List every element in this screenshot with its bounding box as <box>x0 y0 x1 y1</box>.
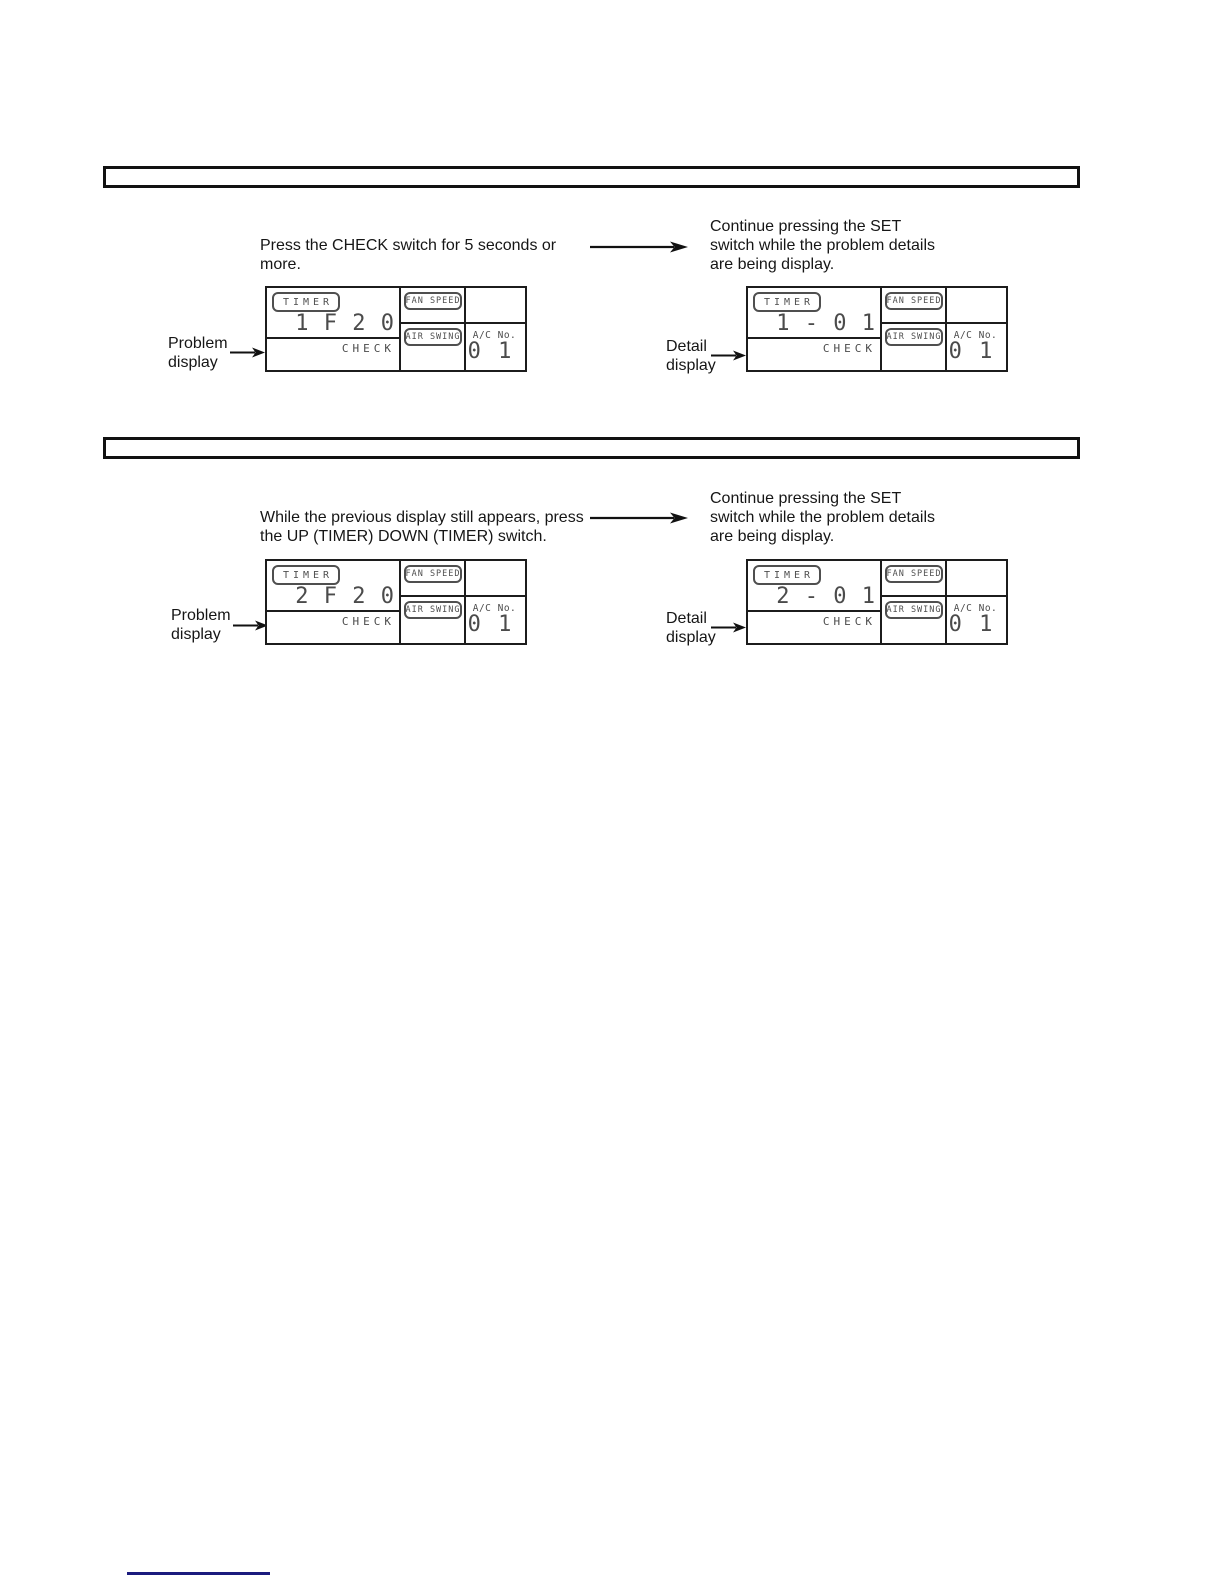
step2-result-instruction: Continue pressing the SET switch while t… <box>710 489 935 546</box>
panel-divider <box>267 610 399 612</box>
lcd-panel-detail-2: TIMER 2 - 0 1 CHECK FAN SPEED AIR SWING … <box>746 559 1008 645</box>
footer-accent-line <box>127 1572 270 1575</box>
panel-divider <box>399 561 401 643</box>
check-indicator: CHECK <box>341 342 395 355</box>
section-heading-bar <box>103 166 1080 188</box>
caption-line: switch while the problem details <box>710 237 935 254</box>
timer-badge: TIMER <box>272 292 340 312</box>
caption-line: more. <box>260 256 301 273</box>
panel-divider <box>880 595 1006 597</box>
fan-speed-badge: FAN SPEED <box>404 565 462 583</box>
ac-no-label: A/C No. <box>472 603 517 614</box>
problem-code-value: 1 F 2 0 <box>295 311 395 336</box>
panel-divider <box>748 610 880 612</box>
step2-instruction: While the previous display still appears… <box>260 508 584 546</box>
lcd-panel-problem-1: TIMER 1 F 2 0 CHECK FAN SPEED AIR SWING … <box>265 286 527 372</box>
caption-line: Press the CHECK switch for 5 seconds or <box>260 237 557 254</box>
caption-line: switch while the problem details <box>710 509 935 526</box>
panel-divider <box>945 561 947 643</box>
ac-no-label: A/C No. <box>472 330 517 341</box>
label-line: Detail <box>666 610 707 627</box>
pointer-arrow-icon <box>233 619 268 637</box>
timer-badge: TIMER <box>753 292 821 312</box>
caption-line: Continue pressing the SET <box>710 218 902 235</box>
panel-divider <box>945 288 947 370</box>
ac-no-label: A/C No. <box>953 330 998 341</box>
air-swing-badge: AIR SWING <box>885 328 943 346</box>
problem-display-label: Problem display <box>171 606 231 644</box>
timer-badge: TIMER <box>272 565 340 585</box>
detail-code-value: 2 - 0 1 <box>776 584 876 609</box>
caption-line: While the previous display still appears… <box>260 509 584 526</box>
detail-code-value: 1 - 0 1 <box>776 311 876 336</box>
label-line: Problem <box>171 607 231 624</box>
step1-instruction: Press the CHECK switch for 5 seconds or … <box>260 236 556 274</box>
label-line: display <box>666 629 716 646</box>
label-line: Problem <box>168 335 228 352</box>
caption-line: are being display. <box>710 528 835 545</box>
ac-no-value: 0 1 <box>467 339 514 364</box>
fan-speed-badge: FAN SPEED <box>885 292 943 310</box>
pointer-arrow-icon <box>711 349 746 367</box>
check-indicator: CHECK <box>341 615 395 628</box>
panel-divider <box>464 561 466 643</box>
lcd-panel-detail-1: TIMER 1 - 0 1 CHECK FAN SPEED AIR SWING … <box>746 286 1008 372</box>
problem-display-label: Problem display <box>168 334 228 372</box>
panel-divider <box>399 322 525 324</box>
panel-divider <box>880 561 882 643</box>
lcd-panel-problem-2: TIMER 2 F 2 0 CHECK FAN SPEED AIR SWING … <box>265 559 527 645</box>
detail-display-label: Detail display <box>666 609 716 647</box>
ac-no-value: 0 1 <box>948 339 995 364</box>
pointer-arrow-icon <box>230 346 265 364</box>
panel-divider <box>399 595 525 597</box>
panel-divider <box>748 337 880 339</box>
label-line: display <box>171 626 221 643</box>
label-line: Detail <box>666 338 707 355</box>
ac-no-label: A/C No. <box>953 603 998 614</box>
panel-divider <box>880 288 882 370</box>
timer-badge: TIMER <box>753 565 821 585</box>
fan-speed-badge: FAN SPEED <box>885 565 943 583</box>
section-heading-bar <box>103 437 1080 459</box>
check-indicator: CHECK <box>822 615 876 628</box>
caption-line: are being display. <box>710 256 835 273</box>
label-line: display <box>168 354 218 371</box>
problem-code-value: 2 F 2 0 <box>295 584 395 609</box>
detail-display-label: Detail display <box>666 337 716 375</box>
flow-arrow-icon <box>590 239 688 260</box>
label-line: display <box>666 357 716 374</box>
flow-arrow-icon <box>590 510 688 531</box>
air-swing-badge: AIR SWING <box>885 601 943 619</box>
panel-divider <box>880 322 1006 324</box>
panel-divider <box>464 288 466 370</box>
ac-no-value: 0 1 <box>467 612 514 637</box>
panel-divider <box>267 337 399 339</box>
air-swing-badge: AIR SWING <box>404 328 462 346</box>
caption-line: the UP (TIMER) DOWN (TIMER) switch. <box>260 528 547 545</box>
caption-line: Continue pressing the SET <box>710 490 902 507</box>
pointer-arrow-icon <box>711 621 746 639</box>
fan-speed-badge: FAN SPEED <box>404 292 462 310</box>
air-swing-badge: AIR SWING <box>404 601 462 619</box>
panel-divider <box>399 288 401 370</box>
ac-no-value: 0 1 <box>948 612 995 637</box>
step1-result-instruction: Continue pressing the SET switch while t… <box>710 217 935 274</box>
check-indicator: CHECK <box>822 342 876 355</box>
